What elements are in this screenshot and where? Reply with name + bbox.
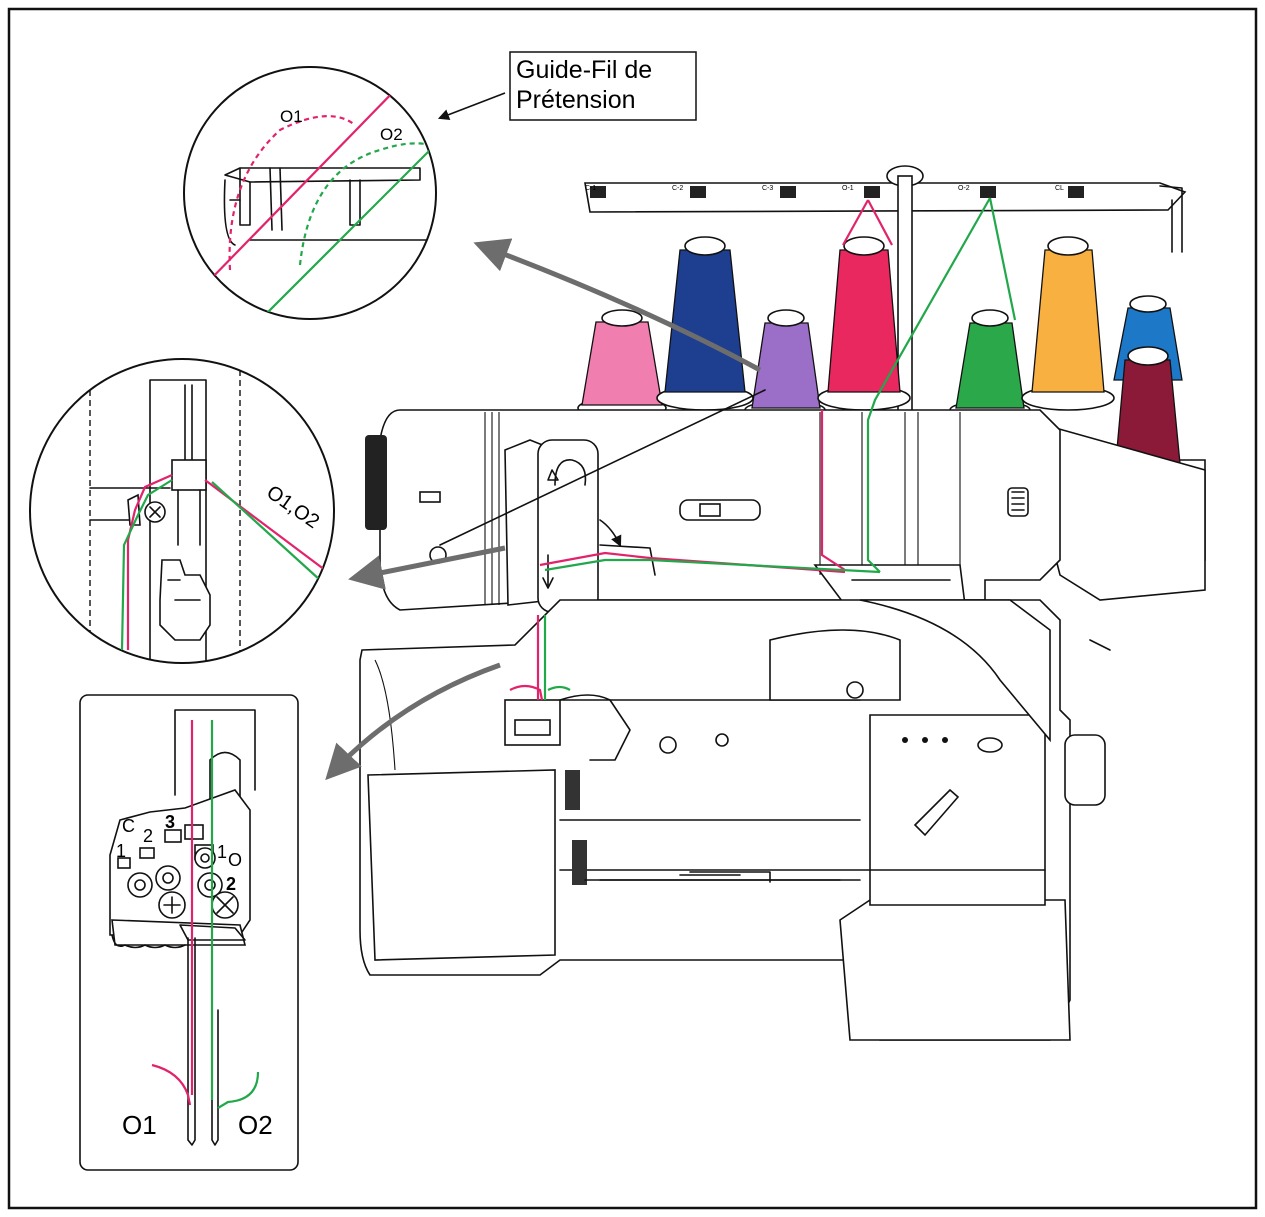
spool-mark-o1: O-1 xyxy=(842,185,854,192)
callout-arrows xyxy=(325,92,762,781)
spool-mark-c2: C-2 xyxy=(672,185,683,192)
spool-pins xyxy=(590,186,1084,198)
detail-label-o2: O2 xyxy=(380,125,403,144)
cone-orange xyxy=(1031,249,1105,393)
spool-stand: C-1 C-2 C-3 O-1 O-2 CL xyxy=(584,165,1187,417)
stand-rod xyxy=(897,175,913,417)
callout-arrow-bottom xyxy=(325,662,501,781)
pretension-guide-callout: Guide-Fil de Prétension xyxy=(509,51,697,121)
front-cover[interactable] xyxy=(367,769,556,961)
pretension-guide-label-line1: Guide-Fil de xyxy=(516,56,652,84)
spool-mark-c3: C-3 xyxy=(762,185,773,192)
cone-pink xyxy=(581,321,663,406)
tension-knob[interactable] xyxy=(1007,487,1029,517)
clamp-label-1: 1 xyxy=(116,841,126,861)
detail-pretension-guide: O1 O2 xyxy=(183,66,437,320)
clamp-label-2: 2 xyxy=(143,826,153,846)
needle-label-o2: O2 xyxy=(238,1110,273,1140)
spool-mark-c1: C-1 xyxy=(585,185,596,192)
clamp-label-3: 3 xyxy=(165,812,175,832)
spool-mark-cl: CL xyxy=(1055,185,1064,192)
clamp-label-o-1: 1 xyxy=(217,842,227,862)
label-pointer-arrow xyxy=(437,92,506,121)
clamp-label-o-2: 2 xyxy=(226,874,236,894)
cone-red xyxy=(827,249,901,393)
callout-arrow-middle xyxy=(348,545,506,590)
presser-lever[interactable] xyxy=(913,788,960,837)
detail-label-o1: O1 xyxy=(280,107,303,126)
clamp-label-o: O xyxy=(228,850,242,870)
detail-needle-guide: O1,O2 xyxy=(29,358,335,664)
pretension-guide-label-line2: Prétension xyxy=(516,86,636,114)
detail-needle-clamp: C 2 3 1 1 O 2 O1 O2 xyxy=(79,694,299,1171)
spool-mark-o2: O-2 xyxy=(958,185,970,192)
hand-wheel[interactable] xyxy=(365,435,387,530)
serger-machine xyxy=(359,409,1206,1041)
callout-arrow-top xyxy=(473,238,762,373)
needle-label-o1: O1 xyxy=(122,1110,157,1140)
main-threads xyxy=(439,197,1017,701)
clamp-label-c: C xyxy=(122,816,135,836)
